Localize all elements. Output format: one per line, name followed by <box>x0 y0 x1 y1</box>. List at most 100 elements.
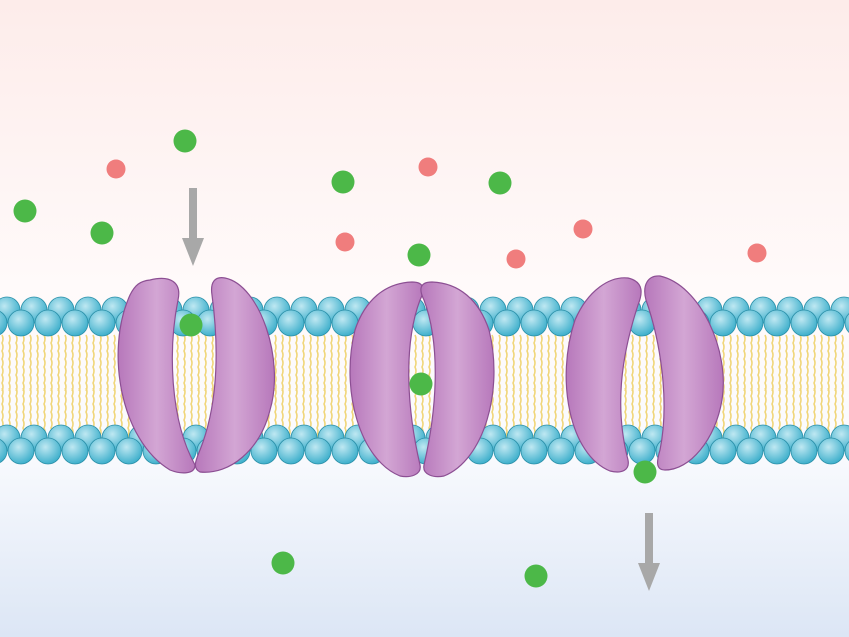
green-particle <box>407 243 431 267</box>
lipid-tail <box>631 334 634 392</box>
lipid-tail <box>57 334 60 392</box>
lipid-tail <box>813 334 816 392</box>
lipid-head <box>520 437 548 465</box>
lipid-tail <box>750 334 753 392</box>
channel-subunit-left <box>349 281 424 478</box>
lipid-head <box>331 437 359 465</box>
lipid-head <box>709 309 737 337</box>
red-particle <box>573 219 593 239</box>
lipid-head <box>277 437 305 465</box>
lipid-tail <box>729 334 732 392</box>
lipid-head <box>34 309 62 337</box>
lipid-head <box>547 309 575 337</box>
lipid-tail <box>554 334 557 392</box>
lipid-head <box>115 437 143 465</box>
lipid-tail <box>344 334 347 392</box>
channel-1-open-top <box>117 277 275 474</box>
lipid-head <box>817 437 845 465</box>
lipid-tail <box>785 334 788 392</box>
lipid-tail <box>274 334 277 392</box>
ion-channels <box>117 275 724 478</box>
lipid-tail <box>799 334 802 392</box>
channel-subunit-left <box>117 277 196 474</box>
red-particle <box>335 232 355 252</box>
red-particle <box>418 157 438 177</box>
lipid-head <box>736 437 764 465</box>
lipid-tail <box>323 334 326 392</box>
lipid-tail <box>190 334 193 392</box>
lipid-tail <box>85 334 88 392</box>
lipid-head <box>7 437 35 465</box>
lipid-tail <box>771 334 774 392</box>
lipid-head <box>493 437 521 465</box>
channel-subunit-right <box>194 277 275 473</box>
lipid-tail <box>281 334 284 392</box>
lipid-tail <box>1 334 4 392</box>
green-particle <box>524 564 548 588</box>
lipid-tail <box>638 334 641 392</box>
lipid-tail <box>99 334 102 392</box>
lipid-head <box>0 439 8 463</box>
green-particle <box>271 551 295 575</box>
lipid-tail <box>302 334 305 392</box>
red-particle <box>747 243 767 263</box>
lipid-tail <box>15 334 18 392</box>
lipid-tail <box>211 334 214 392</box>
lipid-tail <box>316 334 319 392</box>
lipid-tail <box>526 334 529 392</box>
lipid-tail <box>841 334 844 392</box>
lipid-head <box>34 437 62 465</box>
lipid-tail <box>533 334 536 392</box>
lipid-head <box>61 309 89 337</box>
green-particle <box>633 460 657 484</box>
lipid-head <box>844 441 849 461</box>
lipid-tail <box>792 334 795 392</box>
lipid-tail <box>316 387 319 445</box>
lipid-head <box>628 437 656 465</box>
lipid-tail <box>295 334 298 392</box>
lipid-tail <box>834 334 837 392</box>
lipid-head <box>790 309 818 337</box>
channel-subunit-right <box>420 281 495 478</box>
lipid-tail <box>764 334 767 392</box>
lipid-head <box>520 309 548 337</box>
lipid-head <box>277 309 305 337</box>
lipid-head <box>763 309 791 337</box>
lipid-tail <box>43 334 46 392</box>
lipid-tail <box>22 334 25 392</box>
green-particle <box>90 221 114 245</box>
lipid-tail <box>806 334 809 392</box>
lipid-tail <box>36 334 39 392</box>
green-particle <box>409 372 433 396</box>
lipid-head <box>61 437 89 465</box>
lipid-tail <box>561 334 564 392</box>
lipid-head <box>736 309 764 337</box>
green-particle <box>173 129 197 153</box>
lipid-head <box>493 309 521 337</box>
channel-subunit-left <box>565 277 642 473</box>
lipid-tail <box>78 334 81 392</box>
lipid-tail <box>71 334 74 392</box>
lipid-head <box>709 437 737 465</box>
channel-3-open-bottom <box>565 275 724 473</box>
lipid-tail <box>197 334 200 392</box>
lipid-tail <box>736 334 739 392</box>
lipid-tail <box>505 387 508 445</box>
lipid-head <box>763 437 791 465</box>
lipid-head <box>88 437 116 465</box>
lipid-tail <box>498 334 501 392</box>
green-particle <box>13 199 37 223</box>
channel-subunit-right <box>644 275 724 471</box>
lipid-head <box>250 437 278 465</box>
lipid-tail <box>645 334 648 392</box>
down-arrow-icon <box>638 513 660 591</box>
lipid-tail <box>337 334 340 392</box>
lipid-tail <box>540 334 543 392</box>
lipid-tail <box>547 334 550 392</box>
lipid-tail <box>204 334 207 392</box>
lipid-tail <box>113 334 116 392</box>
lipid-tail <box>330 334 333 392</box>
green-particle <box>331 170 355 194</box>
lipid-head <box>304 437 332 465</box>
lipid-tail <box>757 334 760 392</box>
